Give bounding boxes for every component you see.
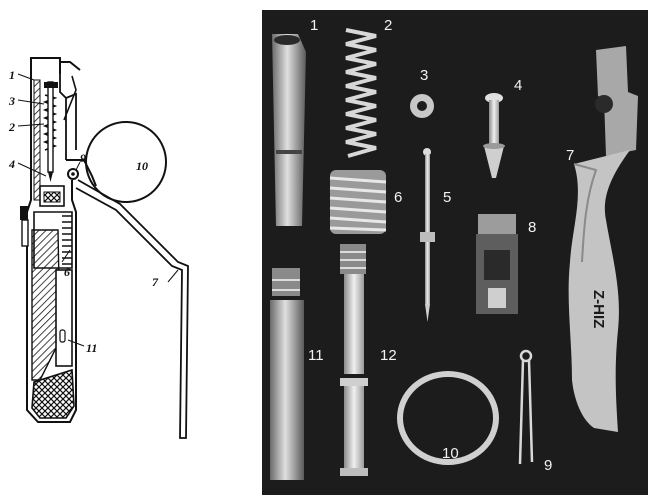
part-6-threaded-collar [329, 170, 387, 234]
drawing-label-4: 4 [8, 157, 15, 171]
photo-label-9: 9 [544, 457, 552, 474]
photo-label-7: 7 [566, 147, 574, 164]
part-12-plunger [340, 244, 368, 476]
drawing-label-6: 6 [64, 265, 70, 279]
part-1-tube [272, 34, 306, 226]
drawing-label-3: 3 [8, 94, 15, 108]
parts-photo: Z-HIZ [262, 10, 648, 495]
part-8-detonator [476, 214, 518, 314]
part-2-spring [345, 28, 377, 158]
photo-label-12: 12 [380, 347, 397, 364]
drawing-label-1: 1 [9, 68, 15, 82]
part-11-delay-tube [270, 268, 304, 480]
photo-label-1: 1 [310, 17, 318, 34]
part-9-cotter-pin [518, 349, 534, 465]
photo-label-5: 5 [443, 189, 451, 206]
drawing-label-7: 7 [152, 275, 159, 289]
photo-label-2: 2 [384, 17, 392, 34]
cross-section-drawing [17, 57, 189, 439]
drawing-label-2: 2 [8, 120, 15, 134]
part-4-striker [483, 93, 505, 178]
drawing-label-9: 9 [80, 151, 86, 165]
photo-label-11: 11 [308, 347, 324, 364]
photo-label-6: 6 [394, 189, 402, 206]
photo-label-10: 10 [442, 445, 459, 462]
lever-marking: Z-HIZ [590, 290, 607, 328]
part-10-ring [397, 371, 499, 465]
photo-label-4: 4 [514, 77, 522, 94]
part-7-lever [568, 46, 638, 432]
drawing-label-11: 11 [86, 341, 97, 355]
part-5-needle [420, 148, 435, 322]
photo-label-3: 3 [420, 67, 428, 84]
drawing-label-10: 10 [136, 159, 148, 173]
photo-label-8: 8 [528, 219, 536, 236]
part-3-washer [410, 94, 434, 118]
